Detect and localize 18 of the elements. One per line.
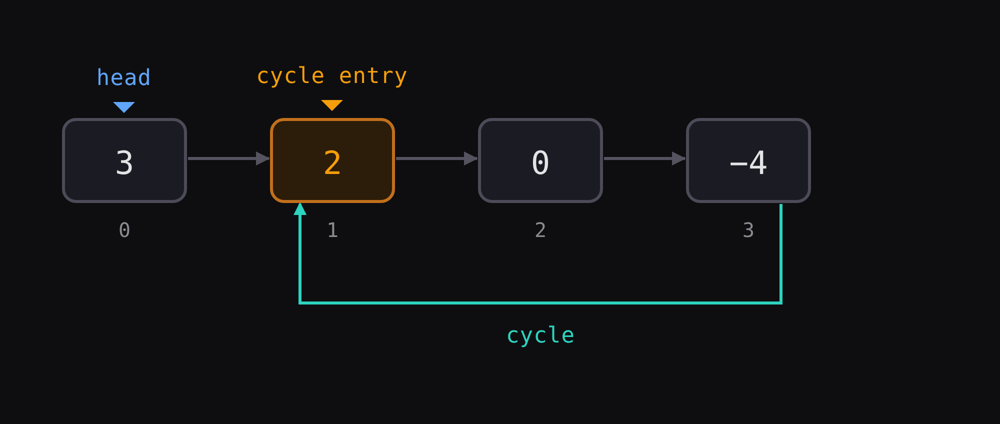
arrow (396, 152, 478, 166)
arrow (604, 152, 686, 166)
index-label: 2 (534, 217, 547, 244)
list-node-box (686, 118, 811, 203)
node-value: 0 (530, 142, 550, 184)
list-node-box (62, 118, 187, 203)
node-value: 2 (322, 142, 342, 184)
list-node-box (478, 118, 603, 203)
index-label: 0 (118, 217, 131, 244)
pointer-label: cycle entry (256, 63, 408, 91)
node-value: −4 (729, 142, 768, 184)
node-value: 3 (114, 142, 134, 184)
index-label: 3 (742, 217, 755, 244)
index-label: 1 (326, 217, 339, 244)
list-node-box (270, 118, 395, 203)
pointer-label: head (96, 65, 152, 93)
arrow (292, 202, 782, 304)
arrow (188, 152, 270, 166)
